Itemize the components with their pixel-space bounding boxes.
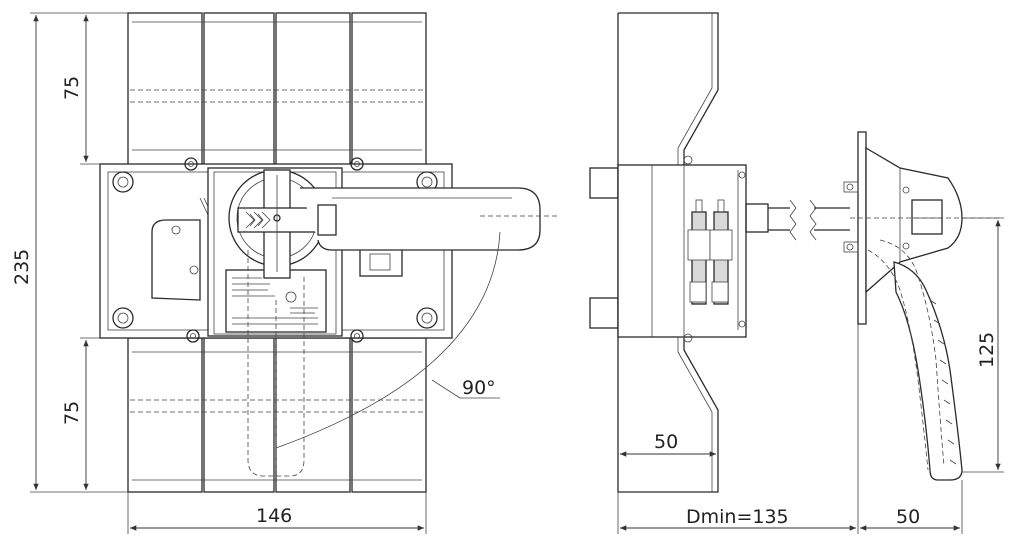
dim-handle-length: 125 (976, 332, 998, 368)
front-dimensions: 75 75 235 146 (11, 12, 427, 534)
dim-width: 146 (256, 505, 292, 527)
dim-total-height: 235 (11, 249, 33, 285)
bottom-pole-blocks (127, 337, 427, 493)
top-pole-blocks (127, 12, 427, 166)
dim-dmin: Dmin=135 (686, 506, 789, 528)
side-dimensions: 50 Dmin=135 50 125 (617, 217, 1004, 534)
angle-label: 90° (462, 377, 496, 399)
dim-side-depth: 50 (654, 431, 678, 453)
dim-top-height: 75 (61, 76, 83, 100)
angle-annotation: 90° (431, 377, 500, 399)
main-handle (300, 187, 560, 251)
dim-handle-depth: 50 (896, 506, 920, 528)
front-view: 90° (99, 12, 560, 493)
rotated-handle-ghost (247, 231, 501, 477)
dim-bottom-height: 75 (61, 401, 83, 425)
rotary-knob (228, 169, 331, 279)
side-view (589, 12, 1000, 493)
